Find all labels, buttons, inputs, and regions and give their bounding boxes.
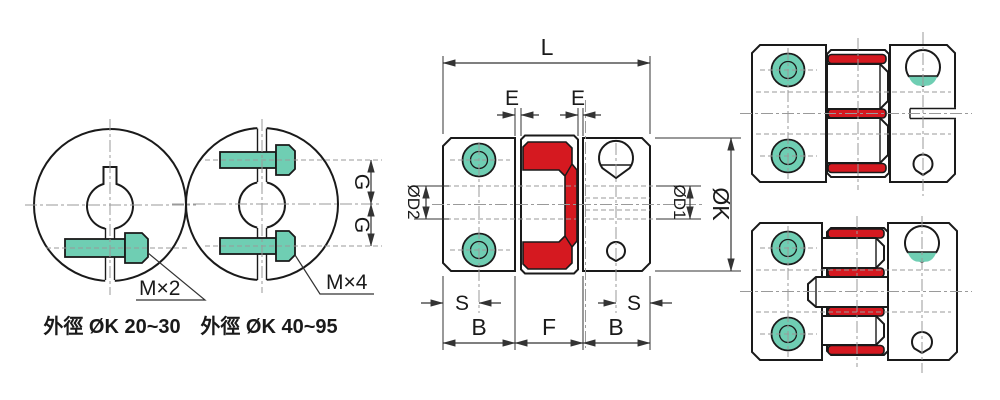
right-hub bbox=[887, 222, 958, 361]
leader-labels: M×2 M×4 bbox=[136, 252, 374, 301]
dim-label-hub-right: B bbox=[608, 314, 623, 340]
jaw-block bbox=[821, 237, 885, 269]
dim-label-g-top: G bbox=[350, 174, 373, 190]
dim-label-outer-dia: ØK bbox=[708, 187, 734, 221]
dim-label-bore2: ØD2 bbox=[404, 185, 423, 220]
elastomer-strip bbox=[827, 267, 885, 278]
elastomer-strip bbox=[827, 162, 887, 174]
dim-label-g-bottom: G bbox=[350, 217, 373, 233]
screw-count-label-small: M×2 bbox=[139, 277, 180, 300]
centerlines bbox=[25, 32, 972, 373]
caption-large-range: 外徑 ØK 40~95 bbox=[200, 314, 337, 338]
elastomer-strip bbox=[827, 228, 885, 239]
caption-small-range: 外徑 ØK 20~30 bbox=[43, 314, 180, 338]
dim-label-screw-right: S bbox=[627, 292, 641, 315]
dim-label-hub-left: B bbox=[471, 314, 486, 340]
jaw-block bbox=[821, 315, 885, 346]
dim-label-middle: F bbox=[542, 314, 556, 340]
elastomer-strip bbox=[827, 53, 887, 65]
elastomer-strip bbox=[827, 344, 885, 356]
dim-label-screw-left: S bbox=[455, 292, 469, 315]
leader-line-m2 bbox=[136, 252, 207, 301]
screw-count-label-large: M×4 bbox=[326, 271, 368, 294]
dim-label-gap-right: E bbox=[571, 87, 585, 110]
dim-label-length: L bbox=[541, 34, 554, 60]
dimensions: L E E ØD2 ØD1 ØK S S bbox=[350, 34, 741, 350]
leader-line-m4 bbox=[294, 254, 374, 295]
dim-label-gap-left: E bbox=[505, 87, 519, 110]
dim-label-bore1: ØD1 bbox=[670, 185, 689, 220]
captions: 外徑 ØK 20~30 外徑 ØK 40~95 bbox=[43, 314, 337, 338]
